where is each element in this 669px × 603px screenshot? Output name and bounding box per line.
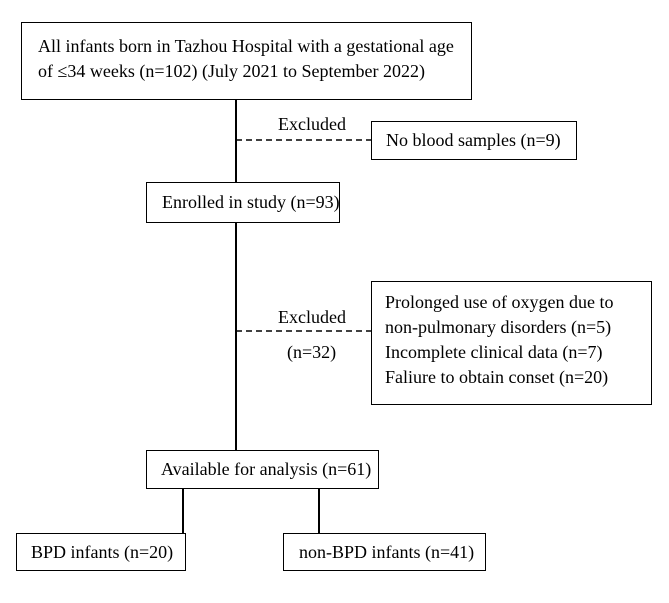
exclusion-reasons-box: Prolonged use of oxygen due to non-pulmo… <box>371 281 652 405</box>
all-infants-line-2: of ≤34 weeks (n=102) (July 2021 to Septe… <box>38 61 425 81</box>
available-text: Available for analysis (n=61) <box>161 459 372 479</box>
exclusion-reason-1: Prolonged use of oxygen due to <box>385 292 614 312</box>
excluded-label-1: Excluded <box>278 114 346 134</box>
available-for-analysis-box: Available for analysis (n=61) <box>146 450 379 489</box>
bpd-infants-text: BPD infants (n=20) <box>31 542 174 562</box>
exclusion-reason-1-cont: non-pulmonary disorders (n=5) <box>385 317 612 337</box>
bpd-infants-box: BPD infants (n=20) <box>16 533 186 571</box>
non-bpd-infants-text: non-BPD infants (n=41) <box>299 542 475 562</box>
enrolled-text: Enrolled in study (n=93) <box>162 192 340 212</box>
excluded-label-2: Excluded <box>278 307 346 327</box>
non-bpd-infants-box: non-BPD infants (n=41) <box>283 533 486 571</box>
exclusion-reason-2: Incomplete clinical data (n=7) <box>385 342 603 362</box>
exclusion-reason-3: Faliure to obtain conset (n=20) <box>385 367 609 387</box>
all-infants-line-1: All infants born in Tazhou Hospital with… <box>38 36 454 56</box>
excluded-count-label: (n=32) <box>287 342 337 362</box>
all-infants-box: All infants born in Tazhou Hospital with… <box>21 22 472 100</box>
no-blood-samples-text: No blood samples (n=9) <box>386 130 561 150</box>
enrolled-box: Enrolled in study (n=93) <box>146 182 340 223</box>
no-blood-samples-box: No blood samples (n=9) <box>371 121 577 160</box>
